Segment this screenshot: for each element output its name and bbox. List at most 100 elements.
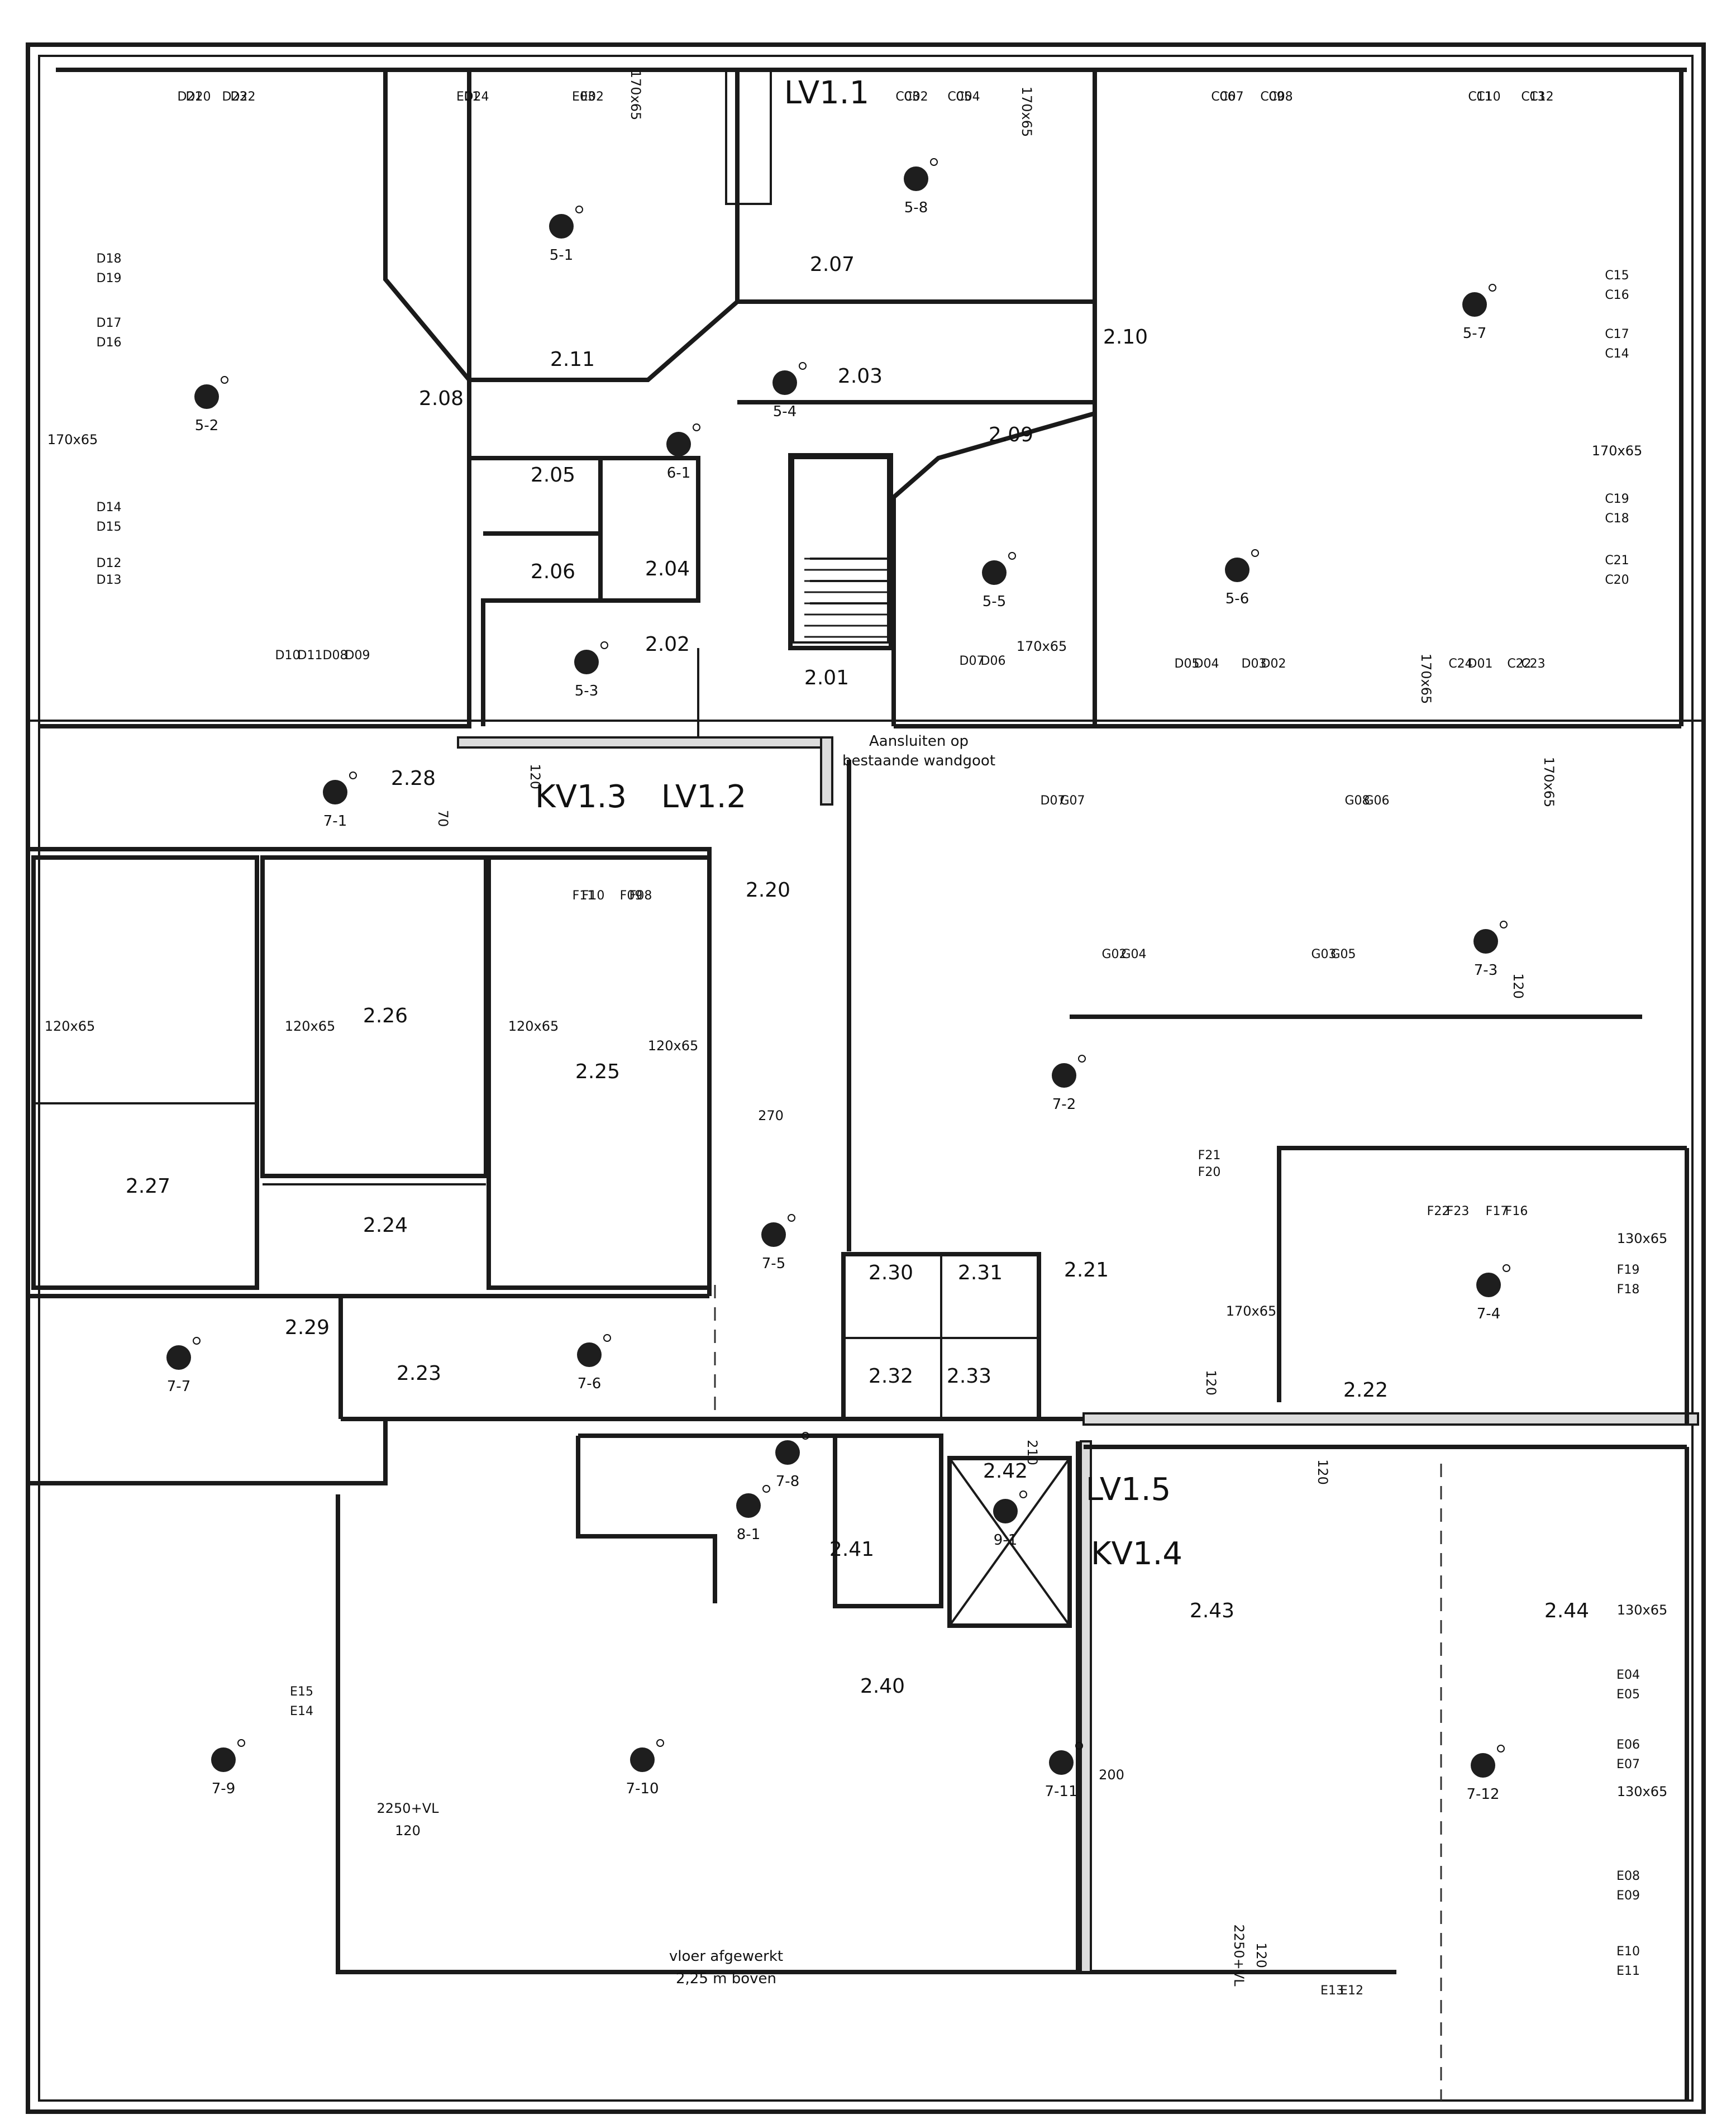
device-label: 7-3 [1474,962,1497,979]
outlet-label: C02 [904,90,928,104]
room-label: 2.04 [645,558,690,580]
outlet-label: D01 [1468,657,1493,671]
room-label: 2.29 [285,1316,330,1339]
dimension-label: 120 [395,1823,421,1839]
middle-walls [28,760,1689,1485]
top-wing-walls [39,68,1687,743]
outlet-label: C05 [947,90,971,104]
room-label: 2.06 [531,560,575,583]
room-labels: 2.012.022.032.042.052.062.072.082.092.10… [126,253,1589,1698]
outlet-label: C22 [1507,657,1531,671]
outlet-label: D02 [1261,657,1286,671]
dimension-label: 120 [1253,1942,1269,1968]
outlet-label: C23 [1521,657,1545,671]
sensor-icon: 5-7 [1462,284,1496,342]
outlet-label: D22 [231,90,256,104]
dimension-label: 2250+VL [377,1801,440,1816]
outlet-label: E09 [1616,1889,1640,1903]
room-label: 2.22 [1343,1379,1388,1402]
room-label: 2.27 [126,1175,170,1198]
sensor-icon: 7-8 [775,1432,809,1490]
outlet-label: F22 [1427,1204,1450,1218]
outlet-label: F11 [573,889,595,903]
dimension-label: 170x65 [1592,443,1643,459]
sensor-icon: 7-3 [1473,921,1508,979]
outlet-label: C16 [1605,288,1629,302]
outlet-label: G03 [1311,947,1336,961]
device-label: 9-1 [994,1532,1017,1549]
device-label: 5-4 [773,403,797,420]
room-label: 2.01 [804,666,849,689]
sensor-icon: 7-6 [577,1334,611,1392]
outlet-label: D21 [178,90,203,104]
outlet-label: E04 [1616,1668,1640,1682]
outlet-label: D23 [222,90,247,104]
device-label: 5-5 [983,593,1006,610]
device-label: 7-1 [323,813,347,830]
outlet-label: F21 [1198,1149,1221,1163]
note-text: 2,25 m boven [676,1970,776,1987]
zone-label: LV1.2 [661,779,746,815]
device-label: 7-8 [776,1473,799,1490]
outlet-label: C07 [1219,90,1243,104]
lower-walls [336,1434,1689,2101]
dimension-label: 170x65 [47,432,98,447]
dimension-label: 120x65 [285,1018,336,1034]
outlet-label: D24 [464,90,489,104]
outlet-label: D12 [97,556,122,570]
outlet-label: D19 [97,272,122,285]
sensor-icon: 6-1 [666,423,700,482]
dimension-label: 170x65 [1226,1303,1277,1319]
outlet-label: D13 [97,573,122,587]
dimension-label: 120 [527,764,543,789]
note-text: Aansluiten op [869,733,969,750]
dimension-label: 270 [758,1108,784,1123]
room-label: 2.30 [869,1261,913,1284]
room-label: 2.41 [829,1538,874,1561]
sensor-icon: 7-11 [1045,1742,1083,1800]
room-label: 2.40 [860,1675,905,1698]
outlet-label: D07 [960,654,985,668]
outlet-label: D07 [1041,794,1066,808]
device-label: 7-10 [626,1780,659,1797]
room-label: 2.09 [989,423,1033,446]
outlet-label: D11 [298,649,323,663]
outlet-label: D20 [186,90,211,104]
device-label: 7-12 [1466,1786,1499,1803]
outlet-label: F20 [1198,1165,1221,1179]
outlet-label: D03 [1242,657,1267,671]
dimension-label: 130x65 [1617,1231,1668,1246]
outer-walls [26,42,1706,2114]
dimension-label: 130x65 [1617,1602,1668,1618]
outlet-label: D15 [97,520,122,534]
dimension-label: 170x65 [628,70,643,121]
outlet-label: F23 [1447,1204,1470,1218]
outlet-label: C20 [1605,573,1629,587]
dimension-label: 120x65 [648,1038,699,1054]
device-label: 6-1 [667,465,690,482]
outlet-label: C12 [1529,90,1553,104]
dimension-label: 120 [1315,1459,1330,1485]
note-text: bestaande wandgoot [842,753,995,769]
device-label: 5-2 [195,417,218,434]
outlet-label: C06 [1211,90,1235,104]
device-label: 5-3 [575,683,598,699]
outlet-label: F16 [1505,1204,1528,1218]
sensor-icon: 7-5 [761,1214,795,1272]
note-text: vloer afgewerkt [669,1948,783,1965]
outlet-label: D09 [345,649,370,663]
outlet-label: D08 [323,649,348,663]
room-label: 2.07 [810,253,855,276]
outlet-label: C08 [1268,90,1293,104]
room-label: 2.21 [1064,1259,1109,1282]
outlet-label: G05 [1330,947,1356,961]
corridor-wall [457,736,1699,1426]
outlet-label: C10 [1476,90,1500,104]
room-label: 2.42 [983,1460,1028,1483]
outlet-label: G04 [1121,947,1146,961]
sensor-icon: 7-7 [166,1337,201,1395]
outlet-label: E01 [456,90,480,104]
